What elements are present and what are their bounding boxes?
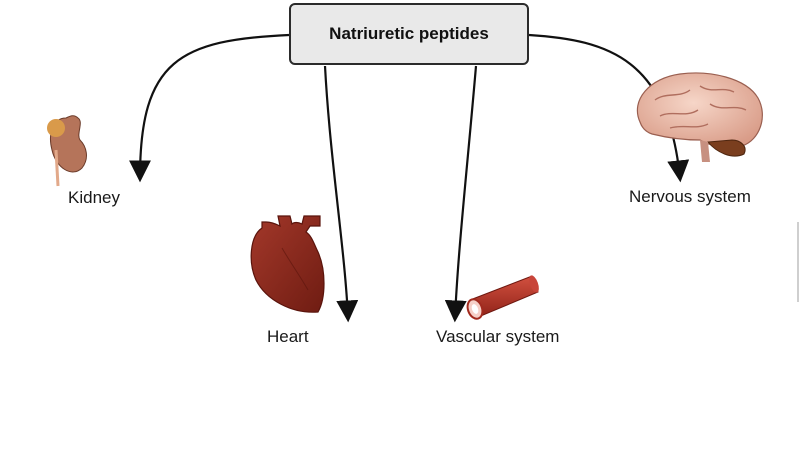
kidney-label: Kidney — [68, 188, 120, 207]
heart-label: Heart — [267, 327, 309, 346]
brain-icon — [636, 72, 763, 162]
arrow-to-kidney — [129, 33, 290, 183]
kidney-icon — [47, 115, 87, 187]
heart-icon — [250, 215, 325, 313]
vascular-system-label: Vascular system — [436, 327, 560, 346]
arrow-to-vascular — [444, 65, 478, 323]
edge-divider — [797, 222, 799, 302]
blood-vessel-icon — [466, 275, 539, 320]
nervous-system-label: Nervous system — [629, 187, 751, 206]
center-label: Natriuretic peptides — [329, 24, 489, 43]
natriuretic-peptides-box: Natriuretic peptides — [289, 3, 529, 65]
arrow-to-heart — [323, 65, 359, 323]
